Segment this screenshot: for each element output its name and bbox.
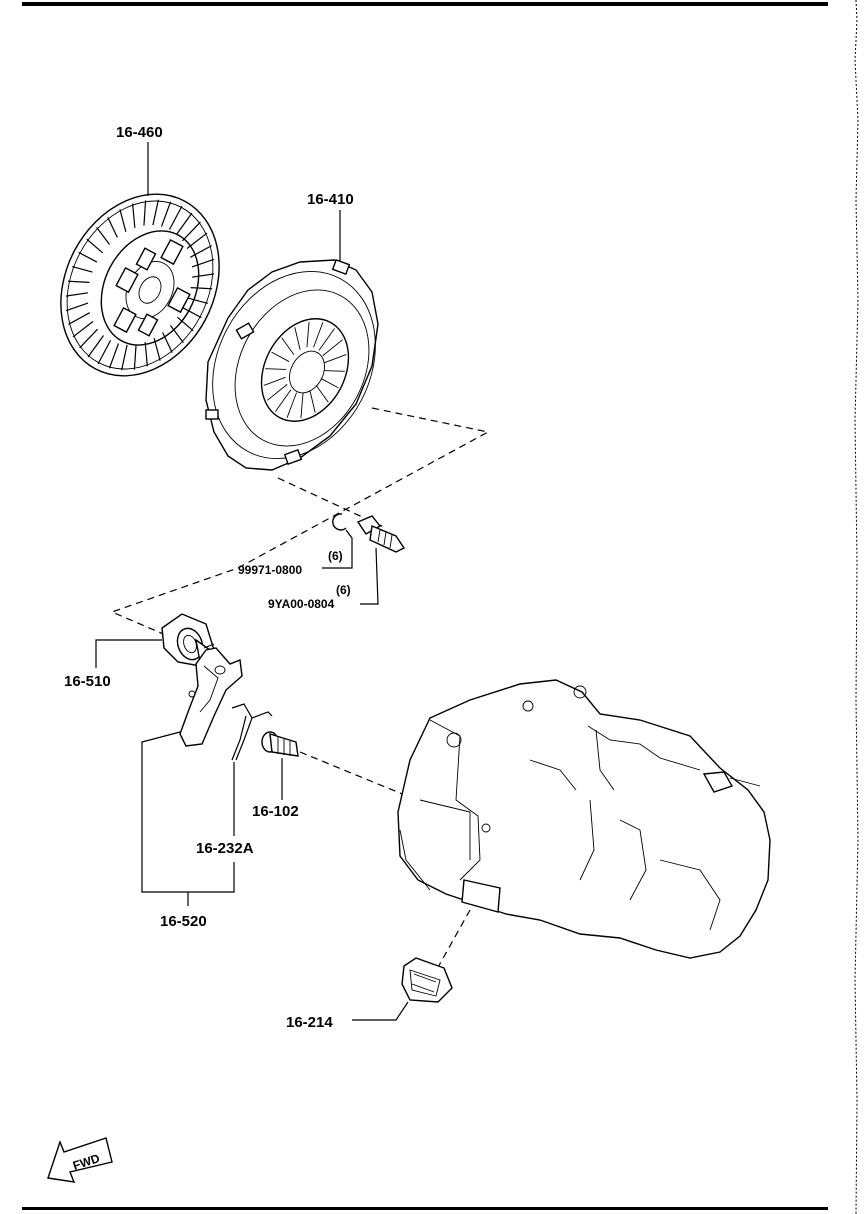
mounting-bolt bbox=[356, 515, 406, 553]
drawing-stroke bbox=[267, 384, 288, 401]
drawing-stroke bbox=[324, 354, 347, 364]
drawing-stroke bbox=[72, 265, 93, 273]
bolt-qty: (6) bbox=[336, 583, 351, 597]
fwd-arrow-icon: FWD bbox=[47, 1137, 113, 1183]
callout-16-214: 16-214 bbox=[286, 1014, 333, 1031]
transaxle bbox=[397, 679, 771, 959]
drawing-stroke bbox=[294, 327, 301, 350]
lock-washer bbox=[332, 513, 347, 531]
drawing-stroke bbox=[189, 245, 212, 258]
washer-qty: (6) bbox=[328, 549, 343, 563]
drawing-stroke bbox=[318, 328, 335, 351]
clutch-disc bbox=[60, 193, 220, 377]
drawing-stroke bbox=[68, 312, 91, 325]
drawing-stroke bbox=[181, 221, 201, 242]
drawing-stroke bbox=[306, 321, 310, 348]
drawing-stroke bbox=[190, 287, 213, 290]
pivot-ball bbox=[261, 731, 299, 757]
drawing-stroke bbox=[121, 344, 128, 371]
drawing-stroke bbox=[162, 332, 173, 353]
callout-16-232A: 16-232A bbox=[196, 840, 254, 857]
drawing-stroke bbox=[79, 328, 99, 349]
drawing-stroke bbox=[263, 376, 286, 386]
drawing-stroke bbox=[152, 199, 159, 226]
drawing-stroke bbox=[191, 273, 215, 278]
drawing-stroke bbox=[309, 390, 316, 413]
drawing-stroke bbox=[168, 205, 183, 230]
callout-99971-0800: 99971-0800 bbox=[238, 563, 302, 577]
drawing-stroke bbox=[86, 238, 104, 254]
leader-bolt bbox=[360, 547, 379, 605]
leader-16-510 bbox=[95, 639, 162, 668]
release-fork-boot bbox=[401, 957, 453, 1003]
callout-16-510: 16-510 bbox=[64, 673, 111, 690]
drawing-stroke bbox=[320, 378, 339, 389]
leader-16-214 bbox=[352, 1001, 409, 1021]
drawing-stroke bbox=[191, 258, 215, 268]
drawing-stroke bbox=[182, 307, 202, 319]
drawing-stroke bbox=[132, 203, 136, 228]
drawing-stroke bbox=[300, 392, 304, 419]
leader-washer bbox=[322, 529, 353, 569]
drawing-stroke bbox=[286, 392, 297, 418]
drawing-stroke bbox=[313, 322, 324, 348]
drawing-stroke bbox=[160, 201, 172, 227]
right-edge bbox=[854, 0, 859, 1214]
release-fork bbox=[179, 647, 243, 747]
drawing-stroke bbox=[78, 251, 98, 263]
callout-16-102: 16-102 bbox=[252, 803, 299, 820]
bracket-16-520 bbox=[141, 731, 235, 893]
drawing-stroke bbox=[144, 342, 148, 367]
drawing-stroke bbox=[176, 316, 194, 332]
center-line-upper bbox=[110, 407, 490, 637]
drawing-stroke bbox=[67, 280, 90, 283]
spring-clip bbox=[231, 703, 273, 761]
drawing-stroke bbox=[97, 340, 112, 365]
drawing-stroke bbox=[119, 209, 127, 233]
drawing-stroke bbox=[323, 370, 345, 372]
bottom-border bbox=[22, 1207, 828, 1210]
callout-16-460: 16-460 bbox=[116, 124, 163, 141]
drawing-stroke bbox=[315, 385, 329, 403]
drawing-stroke bbox=[87, 335, 105, 358]
callout-16-410: 16-410 bbox=[307, 191, 354, 208]
drawing-stroke bbox=[186, 232, 208, 249]
drawing-stroke bbox=[169, 325, 184, 344]
drawing-stroke bbox=[96, 226, 111, 245]
drawing-stroke bbox=[275, 389, 292, 412]
drawing-stroke bbox=[281, 337, 295, 355]
drawing-stroke bbox=[107, 217, 118, 238]
clutch-cover bbox=[205, 259, 379, 471]
drawing-stroke bbox=[153, 337, 161, 361]
drawing-stroke bbox=[133, 344, 137, 370]
drawing-stroke bbox=[265, 368, 287, 370]
callout-16-520: 16-520 bbox=[160, 913, 207, 930]
drawing-stroke bbox=[65, 302, 89, 312]
drawing-stroke bbox=[65, 292, 89, 297]
drawing-stroke bbox=[322, 339, 343, 356]
drawing-stroke bbox=[72, 321, 94, 338]
callout-9YA00-0804: 9YA00-0804 bbox=[268, 597, 335, 611]
drawing-stroke bbox=[175, 212, 193, 235]
top-border bbox=[22, 2, 828, 6]
drawing-stroke bbox=[271, 351, 290, 362]
drawing-stroke bbox=[108, 343, 120, 369]
drawing-stroke bbox=[143, 200, 147, 226]
drawing-stroke bbox=[187, 297, 208, 305]
